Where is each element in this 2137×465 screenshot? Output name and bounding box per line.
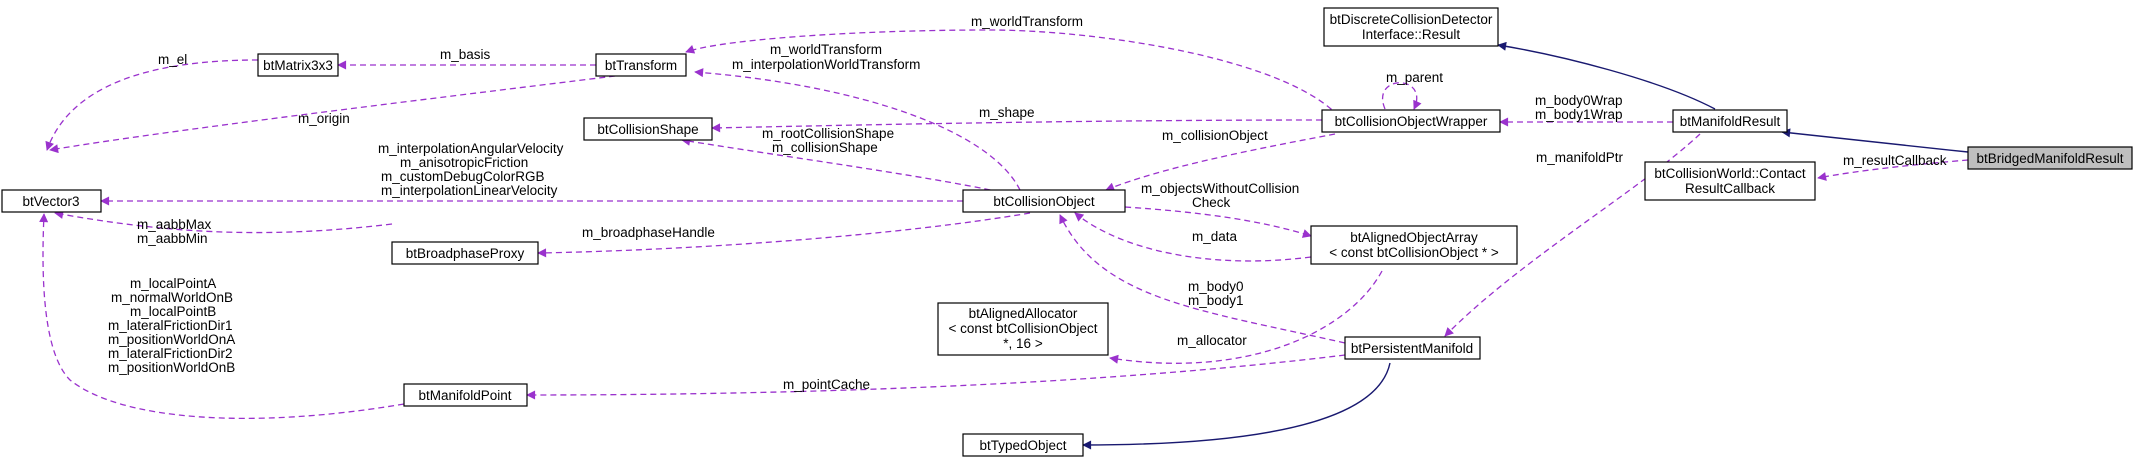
label-objWithoutCheck-1: m_objectsWithoutCollision	[1141, 181, 1299, 196]
node-label: btManifoldResult	[1680, 114, 1781, 129]
edge-m_worldTransform-interp	[694, 68, 1021, 191]
node-label: btTransform	[605, 58, 677, 73]
node-btCollisionWorldContactResultCallback[interactable]: btCollisionWorld::Contact ResultCallback	[1644, 161, 1816, 201]
node-btAlignedAllocator[interactable]: btAlignedAllocator < const btCollisionOb…	[937, 302, 1109, 356]
label-m_worldTransform-interp-2: m_interpolationWorldTransform	[732, 57, 920, 72]
node-label-1: btDiscreteCollisionDetector	[1330, 12, 1493, 27]
label-m_rootCollisionShape-1: m_rootCollisionShape	[762, 126, 894, 141]
edge-m_pointCache	[526, 354, 1346, 400]
label-m_shape: m_shape	[979, 105, 1035, 120]
node-btAlignedObjectArray[interactable]: btAlignedObjectArray < const btCollision…	[1310, 225, 1518, 265]
node-label-2: Interface::Result	[1362, 27, 1461, 42]
edge-m_worldTransform-top	[685, 29, 1346, 125]
label-m_parent: m_parent	[1386, 70, 1443, 85]
edge-m_objectsWithoutCollisionCheck	[1124, 206, 1312, 238]
node-btBroadphaseProxy[interactable]: btBroadphaseProxy	[391, 241, 539, 265]
edge-inherit-manifoldresult-result	[1497, 41, 1716, 110]
node-btCollisionObjectWrapper[interactable]: btCollisionObjectWrapper	[1321, 109, 1501, 133]
node-btCollisionShape[interactable]: btCollisionShape	[583, 117, 713, 141]
node-label-2: < const btCollisionObject * >	[1329, 245, 1499, 260]
edge-m_point_members	[39, 213, 405, 420]
node-btTransform[interactable]: btTransform	[595, 53, 687, 77]
label-m_basis: m_basis	[440, 47, 491, 62]
label-bodyWrap-1: m_body0Wrap	[1535, 93, 1623, 108]
label-m_origin: m_origin	[298, 111, 350, 126]
edge-m_broadphaseHandle	[537, 212, 1031, 258]
label-pt-2: m_normalWorldOnB	[111, 290, 233, 305]
label-m_el: m_el	[158, 52, 187, 67]
node-label: btBridgedManifoldResult	[1976, 151, 2123, 166]
edge-m_aabb	[54, 210, 393, 234]
node-btMatrix3x3[interactable]: btMatrix3x3	[257, 53, 339, 77]
node-label: btBroadphaseProxy	[406, 246, 525, 261]
label-aabb-2: m_aabbMin	[137, 231, 208, 246]
node-label: btPersistentManifold	[1351, 341, 1473, 356]
label-m_pointCache: m_pointCache	[783, 377, 870, 392]
label-m_data: m_data	[1192, 229, 1238, 244]
edge-m_resultCallback	[1817, 159, 1969, 181]
label-bodyWrap-2: m_body1Wrap	[1535, 107, 1623, 122]
node-btManifoldPoint[interactable]: btManifoldPoint	[403, 383, 528, 407]
label-m_collisionObject: m_collisionObject	[1162, 128, 1268, 143]
label-pt-5: m_positionWorldOnA	[108, 332, 235, 347]
label-vec-2: m_anisotropicFriction	[400, 155, 528, 170]
label-vec-1: m_interpolationAngularVelocity	[378, 141, 564, 156]
label-aabb-1: m_aabbMax	[137, 217, 212, 232]
label-vec-3: m_customDebugColorRGB	[381, 169, 545, 184]
node-label-1: btAlignedAllocator	[969, 306, 1078, 321]
edge-inherit-bridged-manifoldresult	[1781, 128, 1969, 153]
node-btCollisionObject[interactable]: btCollisionObject	[962, 189, 1126, 213]
label-vec-4: m_interpolationLinearVelocity	[381, 183, 558, 198]
label-pt-1: m_localPointA	[130, 276, 216, 291]
edge-m_collisionObject	[1105, 133, 1336, 192]
label-m_resultCallback: m_resultCallback	[1843, 153, 1947, 168]
label-objWithoutCheck-2: Check	[1192, 195, 1231, 210]
node-btBridgedManifoldResult[interactable]: btBridgedManifoldResult	[1967, 146, 2133, 170]
node-label: btTypedObject	[979, 438, 1066, 453]
label-m_worldTransform-interp-1: m_worldTransform	[770, 42, 882, 57]
edge-m_parent	[1382, 82, 1422, 110]
node-label: btManifoldPoint	[418, 388, 511, 403]
node-label: btCollisionObject	[993, 194, 1095, 209]
label-pt-4: m_lateralFrictionDir1	[108, 318, 233, 333]
node-label-3: *, 16 >	[1003, 336, 1043, 351]
label-m_allocator: m_allocator	[1177, 333, 1247, 348]
node-label-2: < const btCollisionObject	[949, 321, 1098, 336]
node-label: btMatrix3x3	[263, 58, 333, 73]
node-label-1: btCollisionWorld::Contact	[1654, 166, 1806, 181]
label-body-1: m_body0	[1188, 279, 1244, 294]
node-btTypedObject[interactable]: btTypedObject	[962, 433, 1084, 457]
edge-m_el	[45, 59, 259, 151]
label-m_worldTransform-top: m_worldTransform	[971, 14, 1083, 29]
node-btVector3[interactable]: btVector3	[1, 189, 102, 213]
node-label: btCollisionShape	[597, 122, 698, 137]
node-btDiscreteCollisionDetectorInterfaceResult[interactable]: btDiscreteCollisionDetector Interface::R…	[1323, 7, 1499, 47]
node-label: btVector3	[22, 194, 79, 209]
label-pt-6: m_lateralFrictionDir2	[108, 346, 233, 361]
label-pt-3: m_localPointB	[130, 304, 216, 319]
node-label-2: ResultCallback	[1685, 181, 1775, 196]
label-pt-7: m_positionWorldOnB	[108, 360, 235, 375]
label-m_broadphaseHandle: m_broadphaseHandle	[582, 225, 715, 240]
label-m_rootCollisionShape-2: m_collisionShape	[772, 140, 878, 155]
edge-m_rootCollisionShape	[681, 136, 1001, 193]
edge-m_data	[1074, 212, 1312, 262]
edge-m_allocator	[1109, 270, 1383, 364]
node-label: btCollisionObjectWrapper	[1335, 114, 1488, 129]
node-label-1: btAlignedObjectArray	[1350, 230, 1478, 245]
edge-m_origin	[49, 75, 616, 154]
label-body-2: m_body1	[1188, 293, 1244, 308]
label-m_manifoldPtr: m_manifoldPtr	[1536, 150, 1624, 165]
edge-inherit-persistent-typed	[1082, 362, 1391, 450]
edge-m_manifoldPtr	[1444, 133, 1701, 337]
node-btPersistentManifold[interactable]: btPersistentManifold	[1344, 336, 1481, 360]
node-btManifoldResult[interactable]: btManifoldResult	[1672, 109, 1788, 133]
edge-m_shape	[711, 119, 1323, 133]
